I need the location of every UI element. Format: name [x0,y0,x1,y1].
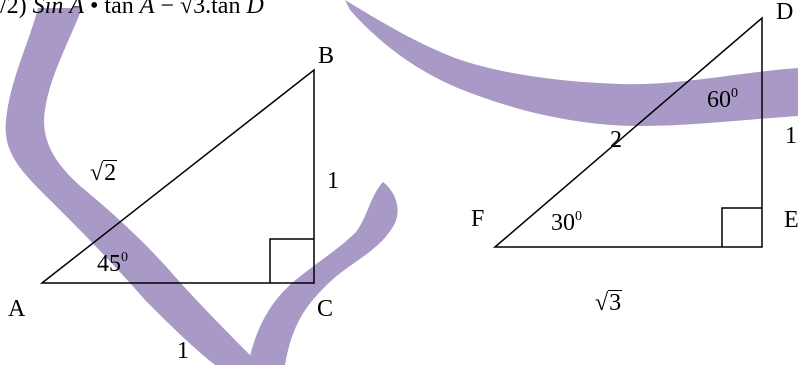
vertex-e-label: E [784,207,798,233]
hypotenuse-ab-label: √2 [90,160,118,186]
angle-f-unit: 0 [575,209,582,224]
formula-sqrt-arg: 3 [193,0,205,18]
triangle-abc [39,68,315,284]
angle-d-unit: 0 [731,86,738,101]
vertex-c-label: C [317,296,334,322]
right-angle-mark-e [721,207,762,247]
formula-sqrt: √3 [180,0,205,21]
side-bc-label: 1 [327,168,339,194]
vertex-b-label: B [318,43,335,69]
formula-sin: Sin [32,0,64,19]
formula-a2: A [139,0,155,19]
vertex-f-label: F [471,206,485,232]
vertex-a-label: A [8,296,26,322]
hypotenuse-df-label: 2 [610,127,622,153]
side-de-label: 1 [785,123,797,149]
formula-dot: . [205,0,212,19]
formula-text: /2) Sin A • tan A − √3.tan D [0,0,264,21]
right-angle-mark-c [269,238,314,283]
highlighter-stroke-right [248,182,398,365]
formula-minus: − [160,0,174,19]
side-fe-label: √3 [595,290,623,316]
formula-bullet: • [90,0,99,19]
angle-f-value: 30 [551,210,575,236]
highlighter-stroke-top [345,0,798,126]
triangle-def [492,16,763,248]
formula-tan2: tan [211,0,241,19]
formula-tan1: tan [104,0,134,19]
hypotenuse-ab-arg: 2 [103,160,118,186]
angle-d-value: 60 [707,87,731,113]
formula-prefix: /2) [0,0,27,19]
angle-a-label: 450 [97,250,128,277]
angle-a-unit: 0 [121,250,128,265]
vertex-d-label: D [776,0,794,25]
angle-f-label: 300 [551,209,582,236]
angle-d-label: 600 [707,86,738,113]
formula-d: D [246,0,264,19]
formula-a1: A [69,0,85,19]
side-fe-arg: 3 [608,290,623,316]
highlighter-stroke-left [5,8,260,365]
side-ac-label: 1 [177,338,189,364]
angle-a-value: 45 [97,251,121,277]
